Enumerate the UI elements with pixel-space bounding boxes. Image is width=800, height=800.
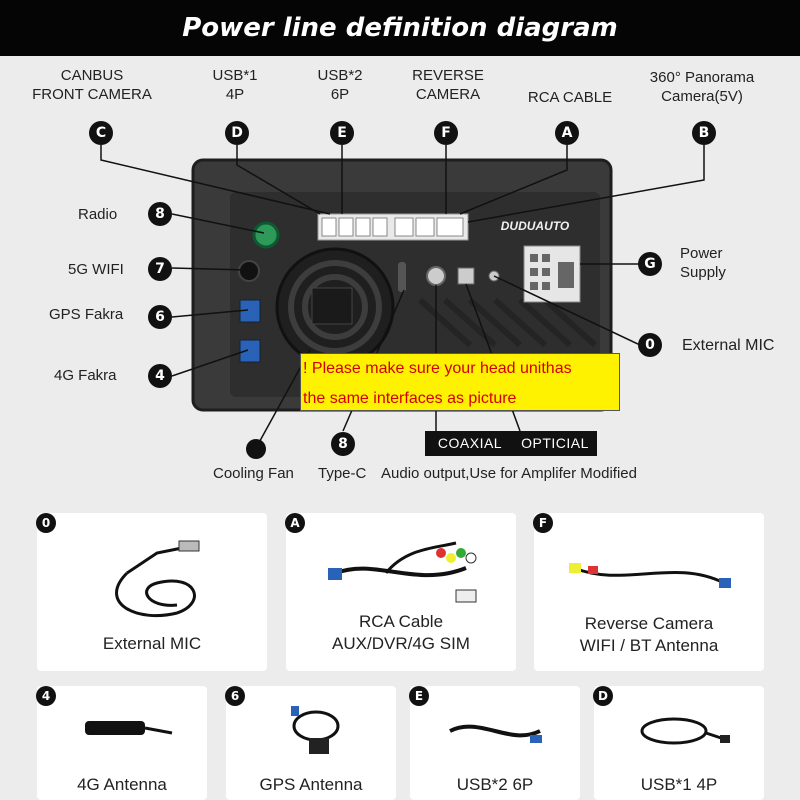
label-5g-wifi: 5G WIFI bbox=[68, 261, 124, 278]
badge-8-radio: 8 bbox=[148, 202, 172, 226]
card-badge-a: A bbox=[285, 513, 305, 533]
rca-cable-image bbox=[328, 541, 477, 603]
label-type-c: Type-C bbox=[318, 465, 367, 482]
vent-stripes bbox=[417, 297, 598, 348]
badge-f: F bbox=[434, 121, 458, 145]
device-diagram: DUDUAUTO bbox=[100, 145, 705, 449]
badge-7-wifi: 7 bbox=[148, 257, 172, 281]
card-label-usb2-6p: USB*2 6P bbox=[456, 775, 534, 794]
label-coaxial: COAXIAL bbox=[425, 431, 515, 456]
wifi-port bbox=[238, 260, 260, 282]
badge-d: D bbox=[225, 121, 249, 145]
label-usb1-4p: USB*1 4P bbox=[212, 67, 258, 103]
external-mic-image bbox=[115, 540, 200, 618]
badge-a: A bbox=[555, 121, 579, 145]
card-4g-antenna: 4G Antenna bbox=[37, 686, 207, 800]
power-pins bbox=[530, 254, 574, 290]
card-badge-f: F bbox=[533, 513, 553, 533]
card-badge-4: 4 bbox=[36, 686, 56, 706]
badge-8-typec: 8 bbox=[331, 432, 355, 456]
card-badge-0: 0 bbox=[36, 513, 56, 533]
card-label-rca-cable: RCA Cable AUX/DVR/4G SIM bbox=[332, 612, 470, 653]
label-gps-fakra: GPS Fakra bbox=[49, 306, 124, 323]
badge-0-mic: 0 bbox=[638, 333, 662, 357]
typec-port bbox=[398, 262, 406, 292]
label-usb2-6p: USB*2 6P bbox=[317, 67, 363, 103]
radio-port bbox=[252, 221, 280, 249]
card-external-mic: External MIC bbox=[37, 513, 267, 671]
badge-4-4g: 4 bbox=[148, 364, 172, 388]
label-cooling-fan: Cooling Fan bbox=[213, 465, 294, 482]
label-rca-cable: RCA CABLE bbox=[527, 89, 613, 106]
4g-antenna-image bbox=[85, 721, 173, 735]
badge-b: B bbox=[692, 121, 716, 145]
connector-slots bbox=[321, 217, 464, 237]
label-radio: Radio bbox=[78, 206, 118, 223]
label-audio-output: Audio output,Use for Amplifer Modified bbox=[381, 465, 637, 482]
4g-fakra-port bbox=[239, 339, 261, 363]
card-badge-6: 6 bbox=[225, 686, 245, 706]
card-label-4g-antenna: 4G Antenna bbox=[77, 775, 167, 794]
badge-e: E bbox=[330, 121, 354, 145]
reverse-camera-cable-image bbox=[569, 563, 731, 588]
card-label-reverse-camera: Reverse Camera WIFI / BT Antenna bbox=[579, 614, 719, 655]
label-external-mic: External MIC bbox=[682, 337, 775, 354]
badge-g-power: G bbox=[638, 252, 662, 276]
coaxial-jack bbox=[426, 266, 446, 286]
label-360-panorama: 360° Panorama Camera(5V) bbox=[649, 69, 755, 105]
page-title: Power line definition diagram bbox=[0, 0, 800, 56]
usb2-cable-image bbox=[449, 724, 542, 743]
label-4g-fakra: 4G Fakra bbox=[54, 367, 117, 384]
badge-c: C bbox=[89, 121, 113, 145]
gps-antenna-image bbox=[291, 706, 340, 754]
card-usb2-6p: USB*2 6P bbox=[410, 686, 580, 800]
brand-logo: DUDUAUTO bbox=[501, 219, 570, 233]
cooling-fan-dot bbox=[246, 439, 266, 459]
card-usb1-4p: USB*1 4P bbox=[594, 686, 764, 800]
label-power-supply: Power Supply bbox=[680, 245, 726, 281]
card-label-external-mic: External MIC bbox=[102, 634, 202, 653]
card-gps-antenna: GPS Antenna bbox=[226, 686, 396, 800]
card-rca-cable: RCA Cable AUX/DVR/4G SIM bbox=[286, 513, 516, 671]
label-canbus-front-camera: CANBUS FRONT CAMERA bbox=[32, 67, 152, 103]
card-badge-e: E bbox=[409, 686, 429, 706]
card-label-usb1-4p: USB*1 4P bbox=[640, 775, 718, 794]
label-optical: OPTICIAL bbox=[513, 431, 597, 456]
interface-warning-note: ! Please make sure your head unithas the… bbox=[300, 353, 620, 411]
card-badge-d: D bbox=[593, 686, 613, 706]
badge-6-gps: 6 bbox=[148, 305, 172, 329]
card-label-gps-antenna: GPS Antenna bbox=[259, 775, 363, 794]
card-reverse-camera: Reverse Camera WIFI / BT Antenna bbox=[534, 513, 764, 671]
optical-jack bbox=[457, 267, 475, 285]
usb1-cable-image bbox=[640, 717, 730, 745]
label-reverse-camera: REVERSE CAMERA bbox=[412, 67, 484, 103]
